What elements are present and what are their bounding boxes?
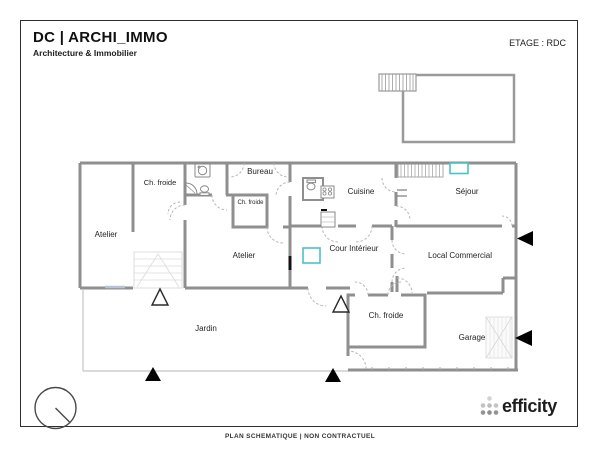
shower-icon bbox=[185, 182, 198, 195]
efficity-logo: efficity bbox=[502, 396, 557, 416]
bottom-wall-ticks bbox=[371, 367, 509, 370]
door-gap bbox=[355, 292, 368, 298]
room-label-atelier-2: Atelier bbox=[232, 251, 256, 260]
shower-line bbox=[185, 184, 196, 194]
door-leaf bbox=[397, 189, 407, 197]
window-marker bbox=[449, 162, 469, 175]
room-label-bureau: Bureau bbox=[247, 167, 273, 176]
room-label-local-commercial: Local Commercial bbox=[427, 251, 493, 260]
page-frame bbox=[20, 20, 578, 427]
toilet-icon bbox=[306, 182, 316, 191]
level-markers bbox=[150, 287, 351, 313]
toilet-tank bbox=[199, 192, 210, 196]
stairs-jardin bbox=[133, 251, 183, 289]
bathroom-fixtures bbox=[185, 163, 336, 228]
entrance-arrow-up-icon bbox=[145, 367, 161, 381]
floor-badge: ETAGE : RDC bbox=[509, 38, 566, 48]
disclaimer-text: PLAN SCHEMATIQUE | NON CONTRACTUEL bbox=[224, 433, 376, 440]
room-label-jardin: Jardin bbox=[195, 324, 217, 333]
entrance-arrow-left-icon bbox=[517, 231, 533, 246]
brand-subtitle: Architecture & Immobilier bbox=[33, 48, 137, 58]
window-marker bbox=[302, 247, 321, 264]
stairs-garage bbox=[485, 316, 513, 359]
room-label-garage: Garage bbox=[458, 333, 486, 342]
room-label-ch-froide-2: Ch. froide bbox=[237, 200, 264, 206]
room-label-ch-froide-1: Ch. froide bbox=[143, 178, 177, 187]
level-triangle-icon bbox=[150, 287, 170, 306]
room-label-sejour: Séjour bbox=[455, 187, 479, 196]
efficity-dots-icon bbox=[480, 396, 499, 415]
entrance-arrow-left-icon bbox=[515, 330, 532, 346]
toilet-tank bbox=[306, 179, 316, 184]
room-label-ch-froide-3: Ch. froide bbox=[368, 311, 404, 320]
sink-counter-icon bbox=[320, 211, 336, 228]
washer-drum-icon bbox=[197, 165, 208, 176]
room-label-cuisine: Cuisine bbox=[347, 187, 375, 196]
upper-structure bbox=[378, 73, 516, 144]
toilet-icon bbox=[200, 185, 209, 193]
entrance-arrow-up-icon bbox=[325, 368, 341, 382]
door-arcs bbox=[167, 162, 513, 370]
north-indicator-icon bbox=[34, 386, 77, 430]
washer-knob-icon bbox=[197, 165, 201, 169]
door-gap bbox=[388, 292, 401, 298]
jardin-fence bbox=[82, 290, 348, 372]
stairs-sejour bbox=[397, 163, 444, 178]
entrance-markers bbox=[145, 231, 533, 382]
brand-logo: DC | ARCHI_IMMO bbox=[33, 29, 168, 46]
level-triangle-icon bbox=[331, 294, 351, 313]
room-label-atelier-1: Atelier bbox=[94, 230, 118, 239]
room-label-cour-interieur: Cour Intérieur bbox=[329, 244, 379, 253]
